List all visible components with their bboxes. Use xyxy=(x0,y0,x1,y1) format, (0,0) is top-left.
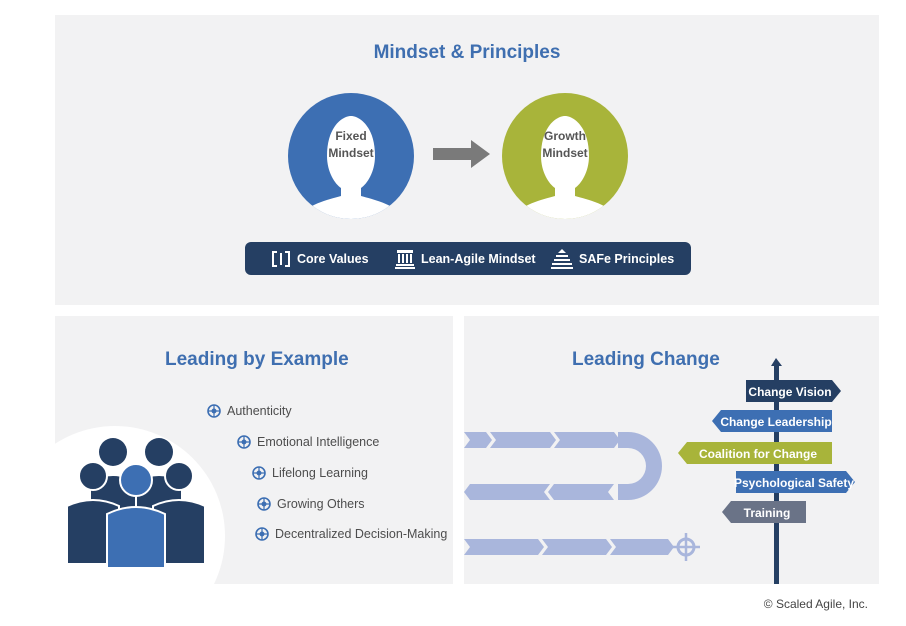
safe-principles-label: SAFe Principles xyxy=(579,251,675,266)
safe-principles-item: SAFe Principles xyxy=(551,242,674,275)
sign-training-label: Training xyxy=(744,506,791,520)
growth-label-line1: Growth xyxy=(544,129,586,143)
lbe-item-growing-others: Growing Others xyxy=(257,497,365,511)
sign-training: Training xyxy=(722,501,806,523)
bullet-compass-icon xyxy=(237,435,251,449)
sign-psychological-safety: Psychological Safety xyxy=(734,471,855,493)
values-bar: Core Values Lean-Agile Mindset SAFe Prin… xyxy=(245,242,691,275)
signpost-top-icon xyxy=(771,358,782,366)
core-values-icon xyxy=(272,250,290,267)
emotional-intelligence-label: Emotional Intelligence xyxy=(257,435,380,449)
fixed-label-line1: Fixed xyxy=(335,129,367,143)
copyright-text: © Scaled Agile, Inc. xyxy=(763,597,868,611)
leading-change-panel: Leading Change Change Vision Change Lead xyxy=(464,316,879,584)
decentralized-decision-making-label: Decentralized Decision-Making xyxy=(275,527,448,541)
authenticity-label: Authenticity xyxy=(227,404,292,418)
sign-change-leadership-label: Change Leadership xyxy=(720,415,831,429)
bullet-compass-icon xyxy=(207,404,221,418)
sign-psychological-safety-label: Psychological Safety xyxy=(734,476,854,490)
team-people-icon xyxy=(55,426,225,584)
path-chevron xyxy=(464,484,550,500)
fixed-mindset-head-icon xyxy=(288,93,414,219)
bullet-compass-icon xyxy=(257,497,271,511)
growth-label-line2: Mindset xyxy=(542,146,588,160)
path-chevron xyxy=(542,539,612,555)
path-chevron xyxy=(464,539,544,555)
mindset-principles-title: Mindset & Principles xyxy=(373,42,561,63)
leading-change-title: Leading Change xyxy=(572,349,720,370)
right-arrow-icon xyxy=(433,140,490,168)
lean-agile-mindset-icon xyxy=(395,249,415,269)
sign-coalition-for-change: Coalition for Change xyxy=(678,442,832,464)
path-chevron xyxy=(548,484,614,500)
core-values-label: Core Values xyxy=(297,251,369,266)
fixed-mindset-circle: Fixed Mindset xyxy=(287,92,415,220)
sign-change-vision-label: Change Vision xyxy=(748,385,831,399)
lean-agile-mindset-item: Lean-Agile Mindset xyxy=(395,242,536,275)
change-path-diagram: Change Vision Change Leadership Coalitio… xyxy=(464,358,855,584)
target-icon xyxy=(672,533,700,561)
growing-others-label: Growing Others xyxy=(277,497,365,511)
core-values-item: Core Values xyxy=(271,242,369,275)
safe-principles-icon xyxy=(551,248,573,269)
path-chevron xyxy=(464,432,492,448)
lbe-item-decentralized-decision-making: Decentralized Decision-Making xyxy=(255,527,447,541)
lifelong-learning-label: Lifelong Learning xyxy=(272,466,368,480)
lbe-item-emotional-intelligence: Emotional Intelligence xyxy=(237,435,379,449)
growth-mindset-circle: Growth Mindset xyxy=(501,92,629,220)
mindset-principles-panel: Mindset & Principles Fixed Mindset Growt… xyxy=(55,15,879,305)
sign-coalition-for-change-label: Coalition for Change xyxy=(699,447,817,461)
bullet-compass-icon xyxy=(252,466,266,480)
lbe-item-authenticity: Authenticity xyxy=(207,404,292,418)
growth-mindset-head-icon xyxy=(502,93,628,219)
fixed-label-line2: Mindset xyxy=(328,146,374,160)
sign-change-vision: Change Vision xyxy=(746,380,841,402)
lbe-item-lifelong-learning: Lifelong Learning xyxy=(252,466,368,480)
path-u-turn xyxy=(618,432,662,500)
path-chevron xyxy=(554,432,620,448)
lean-agile-mindset-label: Lean-Agile Mindset xyxy=(421,251,536,266)
leading-by-example-title: Leading by Example xyxy=(165,349,349,370)
sign-change-leadership: Change Leadership xyxy=(712,410,832,432)
bullet-compass-icon xyxy=(255,527,269,541)
path-chevron xyxy=(490,432,556,448)
leading-by-example-panel: Leading by Example Authenticity Emotiona… xyxy=(55,316,453,584)
path-chevron xyxy=(610,539,674,555)
